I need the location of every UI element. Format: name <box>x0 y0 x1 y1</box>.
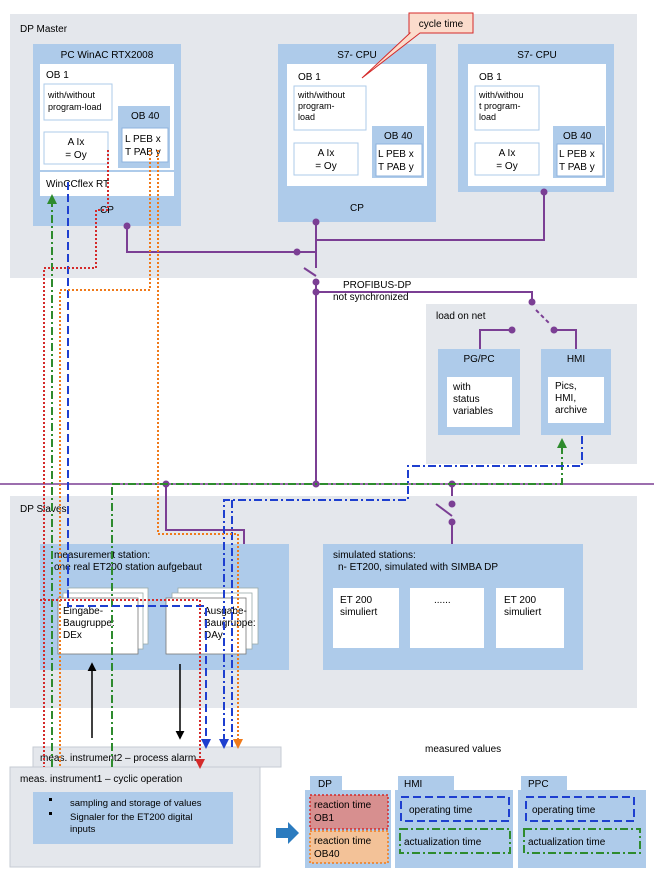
pc-alx-line1: A Ix <box>68 137 85 148</box>
pc-winac-station: PC WinAC RTX2008 OB 1 with/without progr… <box>33 44 181 226</box>
input-group-line3: DEx <box>63 630 82 641</box>
cpu2-ob40-label: OB 40 <box>563 131 592 142</box>
profibus-label-line2: not synchronized <box>333 292 409 303</box>
cpu1-ob1-line3: load <box>298 112 315 122</box>
sim-dots: ...... <box>434 595 451 606</box>
profibus-label-line1: PROFIBUS-DP <box>343 280 412 291</box>
measured-values-title: measured values <box>425 744 501 755</box>
cpu2-peb-line1: L PEB x <box>559 149 595 160</box>
cpu1-peb-line1: L PEB x <box>378 149 414 160</box>
tab-hmi: HMI operating time actualization time <box>395 776 513 868</box>
hmi-item2: actualization time <box>404 837 482 848</box>
cpu1-alx-line1: A Ix <box>318 148 335 159</box>
tab-dp-label: DP <box>318 779 332 790</box>
cpu1-ob1-line2: program- <box>298 101 335 111</box>
pgpc-line3: variables <box>453 406 493 417</box>
cpu2-alx-line2: = Oy <box>496 161 517 172</box>
cpu1-ob1-line1: with/without <box>297 90 346 100</box>
s7-cpu-2: S7- CPU OB 1 with/withou t program- load… <box>458 44 614 192</box>
load-on-net-label: load on net <box>436 311 486 322</box>
cpu1-cp-label: CP <box>350 203 364 214</box>
dp-master-label: DP Master <box>20 24 68 35</box>
output-group-line1: Ausgabe- <box>204 606 247 617</box>
pgpc-line1: with <box>452 382 471 393</box>
simulated-title-line2: n- ET200, simulated with SIMBA DP <box>338 562 498 573</box>
wincc-label: WinCCflex RT <box>46 179 109 190</box>
pc-alx-line2: = Oy <box>65 150 86 161</box>
cpu2-alx-line1: A Ix <box>499 148 516 159</box>
cpu2-peb-line2: T PAB y <box>559 162 595 173</box>
instrument2: meas. instrument2 – process alarm <box>32 746 282 768</box>
pc-ob1-line2: program-load <box>48 102 102 112</box>
ppc-item2: actualization time <box>528 837 606 848</box>
dp-item2-line2: OB40 <box>314 849 340 860</box>
cycle-time-label: cycle time <box>419 19 464 30</box>
cpu1-title: S7- CPU <box>337 50 376 61</box>
pc-peb-line2: T PAB y <box>125 147 161 158</box>
ob1-lines <box>40 150 205 769</box>
instrument1-label: meas. instrument1 – cyclic operation <box>20 774 182 785</box>
input-group-line1: Eingabe- <box>63 606 103 617</box>
input-group-line2: Baugruppe: <box>63 618 115 629</box>
dp-item1-line1: reaction time <box>314 800 372 811</box>
ppc-item1: operating time <box>532 805 596 816</box>
tab-ppc-label: PPC <box>528 779 549 790</box>
simulated-title-line1: simulated stations: <box>333 550 416 561</box>
cpu1-peb-line2: T PAB y <box>378 162 414 173</box>
pc-ob1-label: OB 1 <box>46 70 69 81</box>
sim1-line2: simuliert <box>340 607 377 618</box>
result-arrow <box>276 822 299 844</box>
bullet-2: Signaler for the ET200 digital <box>70 812 193 823</box>
output-group-line2: Baugruppe: <box>204 618 256 629</box>
cpu1-alx-line2: = Oy <box>315 161 336 172</box>
pgpc-title: PG/PC <box>463 354 494 365</box>
hmi-line3: archive <box>555 405 588 416</box>
cycle-time-callout: cycle time <box>361 12 474 79</box>
tab-hmi-label: HMI <box>404 779 422 790</box>
hmi-line2: HMI, <box>555 393 576 404</box>
pc-ob40-label: OB 40 <box>131 111 160 122</box>
pc-ob1-line1: with/without <box>47 90 96 100</box>
hmi-item1: operating time <box>409 805 473 816</box>
hmi-title: HMI <box>567 354 585 365</box>
dp-slaves-label: DP Slaves: <box>20 504 69 515</box>
hmi-line1: Pics, <box>555 381 577 392</box>
sim1-line1: ET 200 <box>340 595 372 606</box>
cpu1-ob1-label: OB 1 <box>298 72 321 83</box>
cpu2-ob1-line1: with/withou <box>478 90 524 100</box>
cpu2-ob1-line3: load <box>479 112 496 122</box>
tab-ppc: PPC operating time actualization time <box>518 776 646 868</box>
sim3-line1: ET 200 <box>504 595 536 606</box>
bus-junctions <box>123 188 558 526</box>
s7-cpu-1: S7- CPU OB 1 with/without program- load … <box>278 44 436 222</box>
io-arrows <box>87 662 185 740</box>
instrument2-label: meas. instrument2 – process alarm <box>40 753 196 764</box>
output-group-line3: DAy <box>204 630 223 641</box>
bullet-1: sampling and storage of values <box>70 798 202 809</box>
measurement-title-line1: measurement station: <box>54 550 150 561</box>
instrument1: meas. instrument1 – cyclic operation sam… <box>9 766 261 868</box>
dp-item2-line1: reaction time <box>314 836 372 847</box>
measurement-title-line2: one real ET200 station aufgebaut <box>54 562 202 573</box>
dp-item1-line2: OB1 <box>314 813 334 824</box>
pc-winac-title: PC WinAC RTX2008 <box>61 50 154 61</box>
cpu2-ob1-line2: t program- <box>479 101 521 111</box>
cpu2-title: S7- CPU <box>517 50 556 61</box>
simulated-stations: simulated stations: n- ET200, simulated … <box>323 544 583 670</box>
cpu1-ob40-label: OB 40 <box>384 131 413 142</box>
hmi-station: HMI Pics, HMI, archive <box>541 349 611 435</box>
cpu2-ob1-label: OB 1 <box>479 72 502 83</box>
pgpc-line2: status <box>453 394 480 405</box>
pc-peb-line1: L PEB x <box>125 134 161 145</box>
ob40-lines <box>59 150 243 767</box>
tab-dp: DP reaction time OB1 reaction time OB40 <box>305 776 391 868</box>
bullet-2-cont: inputs <box>70 824 96 835</box>
operating-time-lines <box>67 182 583 749</box>
pgpc-station: PG/PC with status variables <box>438 349 520 435</box>
sim3-line2: simuliert <box>504 607 541 618</box>
